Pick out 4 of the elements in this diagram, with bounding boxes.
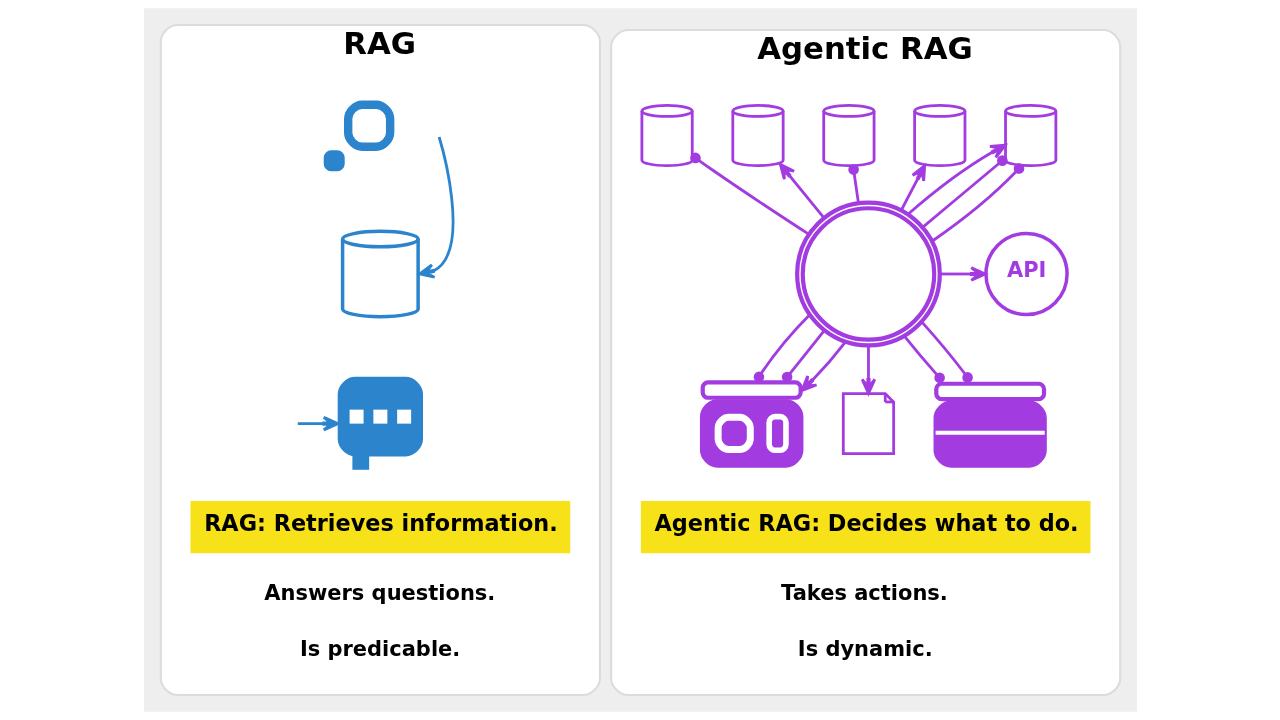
label: Takes actions. bbox=[780, 580, 948, 605]
label: Is dynamic. bbox=[797, 636, 933, 661]
label: Answers questions. bbox=[263, 580, 495, 605]
label: Is predicable. bbox=[299, 636, 460, 661]
